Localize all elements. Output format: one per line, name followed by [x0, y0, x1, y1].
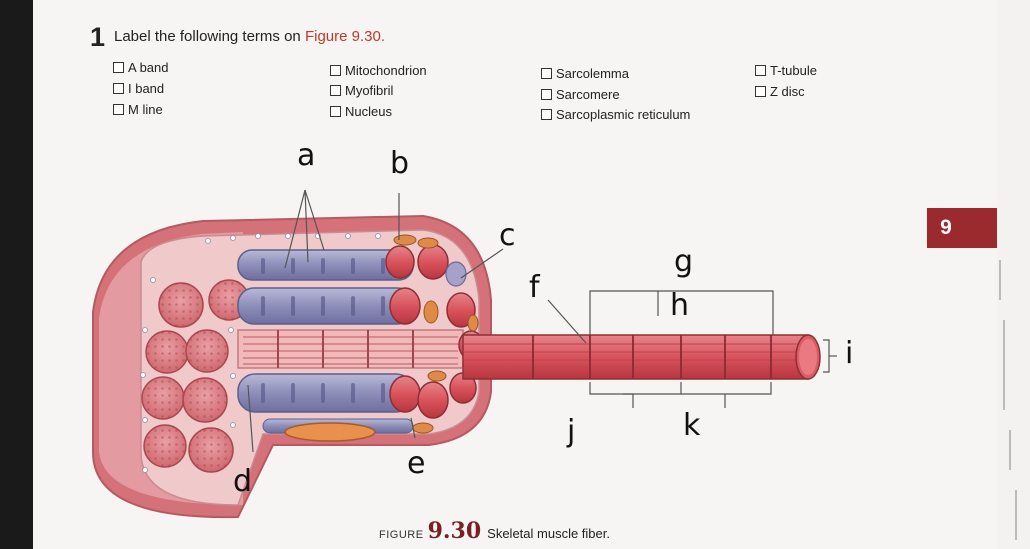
handwritten-label-g: g: [674, 244, 694, 279]
term-label: Sarcolemma: [556, 66, 629, 81]
handwritten-label-j: j: [567, 414, 576, 449]
term-sarcolemma[interactable]: Sarcolemma: [541, 66, 629, 81]
term-t-tubule[interactable]: T-tubule: [755, 63, 817, 78]
term-myofibril[interactable]: Myofibril: [330, 83, 393, 98]
caption-number: 9.30: [427, 518, 482, 544]
term-label: Myofibril: [345, 83, 394, 98]
handwritten-label-e: e: [407, 446, 426, 481]
extended-myofibril: [462, 334, 821, 380]
handwritten-label-c: c: [499, 218, 516, 253]
term-a-band[interactable]: A band: [113, 60, 169, 75]
checkbox-icon[interactable]: [330, 85, 341, 96]
checkbox-icon[interactable]: [541, 68, 552, 79]
striated-myofibril: [237, 329, 464, 369]
figure-reference: Figure 9.30.: [304, 28, 385, 45]
checkbox-icon[interactable]: [541, 89, 552, 100]
question-prompt: Label the following terms on: [114, 28, 305, 45]
tab-divider-line: [1009, 430, 1011, 470]
question-number: 1: [90, 22, 106, 52]
checkbox-icon[interactable]: [755, 86, 766, 97]
handwritten-label-f: f: [529, 270, 540, 305]
term-label: Z disc: [770, 84, 805, 99]
checkbox-icon[interactable]: [113, 104, 124, 115]
handwritten-label-k: k: [683, 408, 701, 443]
term-sarcoplasmic-reticulum[interactable]: Sarcoplasmic reticulum: [541, 107, 690, 122]
chapter-tab: [927, 208, 997, 248]
term-z-disc[interactable]: Z disc: [755, 84, 805, 99]
handwritten-label-a: a: [297, 138, 316, 173]
term-m-line[interactable]: M line: [113, 102, 163, 117]
term-label: Sarcomere: [556, 87, 620, 102]
term-label: Mitochondrion: [345, 63, 427, 78]
mitochondria: [393, 234, 479, 434]
nucleus-shape: [284, 422, 376, 442]
term-label: A band: [128, 60, 169, 75]
checkbox-icon[interactable]: [330, 106, 341, 117]
t-tubule-openings: [140, 233, 381, 473]
question-text: Label the following terms on Figure 9.30…: [114, 28, 385, 45]
myofibril-cross-sections: [141, 279, 250, 473]
tab-divider-line: [1015, 490, 1017, 540]
fibril-cut-ends: [385, 244, 484, 419]
term-label: Sarcoplasmic reticulum: [556, 107, 691, 122]
handwritten-label-h: h: [670, 288, 690, 323]
chapter-tab-number: 9: [940, 216, 952, 239]
term-label: I band: [128, 81, 165, 96]
page-edge-strip: 9: [927, 0, 1030, 549]
term-label: Nucleus: [345, 104, 392, 119]
term-mitochondrion[interactable]: Mitochondrion: [330, 63, 427, 78]
muscle-fiber-illustration: [92, 189, 837, 519]
label-brackets: [247, 189, 837, 453]
caption-text: Skeletal muscle fiber.: [487, 526, 610, 541]
tab-divider-line: [999, 260, 1001, 300]
handwritten-label-b: b: [390, 146, 410, 181]
tab-divider-line: [1003, 320, 1005, 410]
term-nucleus[interactable]: Nucleus: [330, 104, 392, 119]
checkbox-icon[interactable]: [755, 65, 766, 76]
term-label: T-tubule: [770, 63, 817, 78]
caption-label: FIGURE: [379, 529, 424, 541]
term-i-band[interactable]: I band: [113, 81, 164, 96]
checkbox-icon[interactable]: [113, 83, 124, 94]
checkbox-icon[interactable]: [541, 109, 552, 120]
checkbox-icon[interactable]: [113, 62, 124, 73]
term-label: M line: [128, 102, 163, 117]
handwritten-label-d: d: [233, 464, 253, 499]
handwritten-label-i: i: [845, 336, 854, 371]
checkbox-icon[interactable]: [330, 65, 341, 76]
textbook-page: 1 Label the following terms on Figure 9.…: [33, 0, 997, 549]
term-sarcomere[interactable]: Sarcomere: [541, 87, 620, 102]
